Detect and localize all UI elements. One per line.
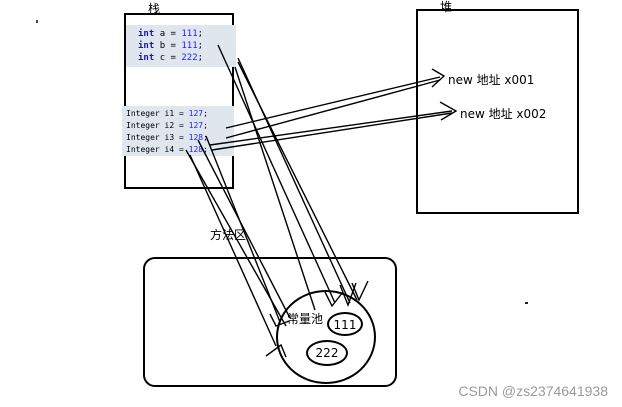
code-type: int <box>138 41 155 51</box>
code-line-a: int a = 111; <box>138 29 204 39</box>
code-type: Integer <box>126 145 160 154</box>
constant-pool-title: 常量池 <box>287 312 324 326</box>
code-value: 222 <box>181 53 198 63</box>
code-line-i2: Integer i2 = 127; <box>126 121 208 130</box>
constant-pool-circle <box>276 290 376 384</box>
watermark: CSDN @zs2374641938 <box>458 383 608 399</box>
pool-value-222-text: 222 <box>315 346 339 360</box>
code-type: int <box>138 29 155 39</box>
int-code-panel: int a = 111; int b = 111; int c = 222; <box>126 25 236 67</box>
heap-object-x002: new 地址 x002 <box>460 107 547 121</box>
code-type: Integer <box>126 109 160 118</box>
code-line-b: int b = 111; <box>138 41 204 51</box>
code-line-i4: Integer i4 = 128; <box>126 145 208 154</box>
arrow-i2-to-x001 <box>225 79 441 139</box>
code-value: 127 <box>188 109 204 118</box>
code-type: Integer <box>126 133 160 142</box>
stray-mark <box>36 20 38 23</box>
code-line-i1: Integer i1 = 127; <box>126 109 208 118</box>
pool-value-111-text: 111 <box>333 318 357 332</box>
code-type: Integer <box>126 121 160 130</box>
code-var: b <box>159 41 166 51</box>
stack-title: 栈 <box>148 2 161 16</box>
code-line-i3: Integer i3 = 128; <box>126 133 208 142</box>
code-type: int <box>138 53 155 63</box>
code-var: c <box>159 53 166 63</box>
code-value: 128 <box>188 133 204 142</box>
pool-value-222: 222 <box>306 340 348 366</box>
code-value: 111 <box>181 29 198 39</box>
pool-value-111: 111 <box>327 312 363 336</box>
code-value: 128 <box>188 145 204 154</box>
code-var: i1 <box>164 109 175 118</box>
code-value: 127 <box>188 121 204 130</box>
code-line-c: int c = 222; <box>138 53 204 63</box>
code-value: 111 <box>181 41 198 51</box>
code-var: a <box>159 29 166 39</box>
method-area-title: 方法区 <box>210 228 247 242</box>
code-var: i3 <box>164 133 175 142</box>
code-var: i4 <box>164 145 175 154</box>
code-var: i2 <box>164 121 175 130</box>
heap-object-x001: new 地址 x001 <box>448 73 535 87</box>
arrow-i1-to-x001 <box>225 76 441 129</box>
stray-dot <box>525 302 528 304</box>
integer-code-panel: Integer i1 = 127; Integer i2 = 127; Inte… <box>122 106 234 156</box>
